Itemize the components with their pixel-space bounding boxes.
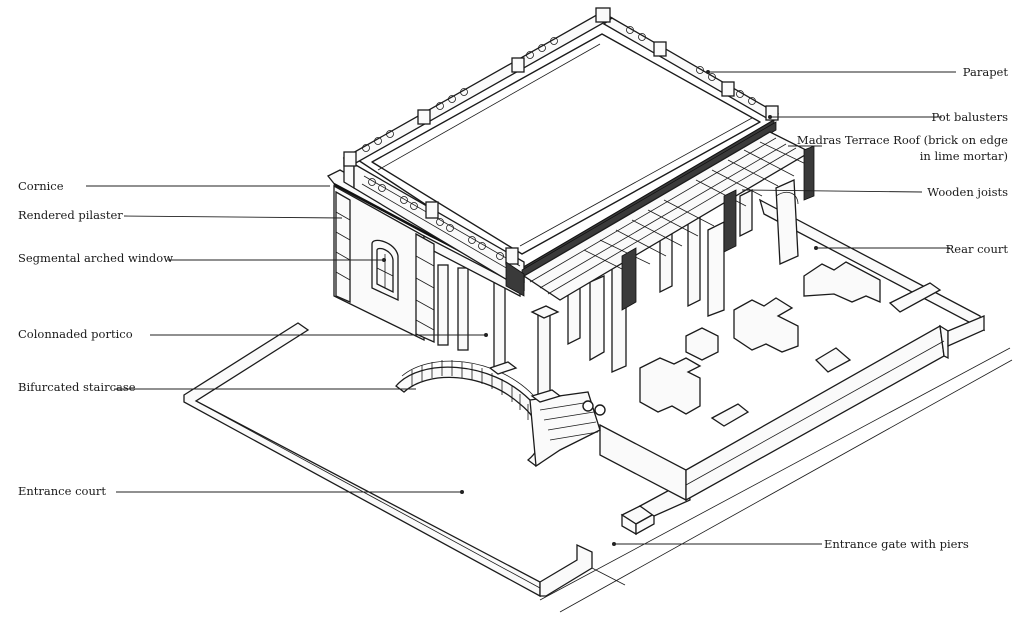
rendered-pilaster	[335, 190, 435, 344]
label-madras-terrace-roof-line1: Madras Terrace Roof (brick on edge	[796, 133, 1008, 147]
label-bifurcated-staircase: Bifurcated staircase	[18, 380, 136, 394]
entrance-court-wall	[183, 322, 1013, 613]
segmental-arched-window	[371, 239, 399, 302]
label-colonnaded-portico: Colonnaded portico	[18, 327, 133, 341]
label-entrance-gate-with-piers: Entrance gate with piers	[824, 537, 969, 551]
label-segmental-arched-window: Segmental arched window	[18, 251, 174, 265]
label-rear-court: Rear court	[945, 242, 1008, 256]
label-parapet: Parapet	[962, 65, 1008, 79]
rear-court-planters	[639, 261, 881, 415]
label-pot-balusters: Pot balusters	[931, 110, 1008, 124]
staircase-balusters	[411, 360, 529, 420]
portico-columns	[437, 264, 562, 403]
label-rendered-pilaster: Rendered pilaster	[18, 208, 123, 222]
leader-lines	[86, 70, 956, 546]
rear-court-walls	[599, 198, 986, 502]
bifurcated-staircase	[395, 360, 606, 468]
wooden-joists	[505, 121, 815, 311]
label-entrance-court: Entrance court	[18, 484, 106, 498]
label-wooden-joists: Wooden joists	[927, 185, 1008, 199]
label-cornice: Cornice	[18, 179, 64, 193]
pot-balusters	[361, 26, 756, 277]
label-madras-terrace-roof: Madras Terrace Roof (brick on edge in li…	[797, 133, 1008, 163]
label-madras-terrace-roof-line2: in lime mortar)	[919, 149, 1008, 163]
